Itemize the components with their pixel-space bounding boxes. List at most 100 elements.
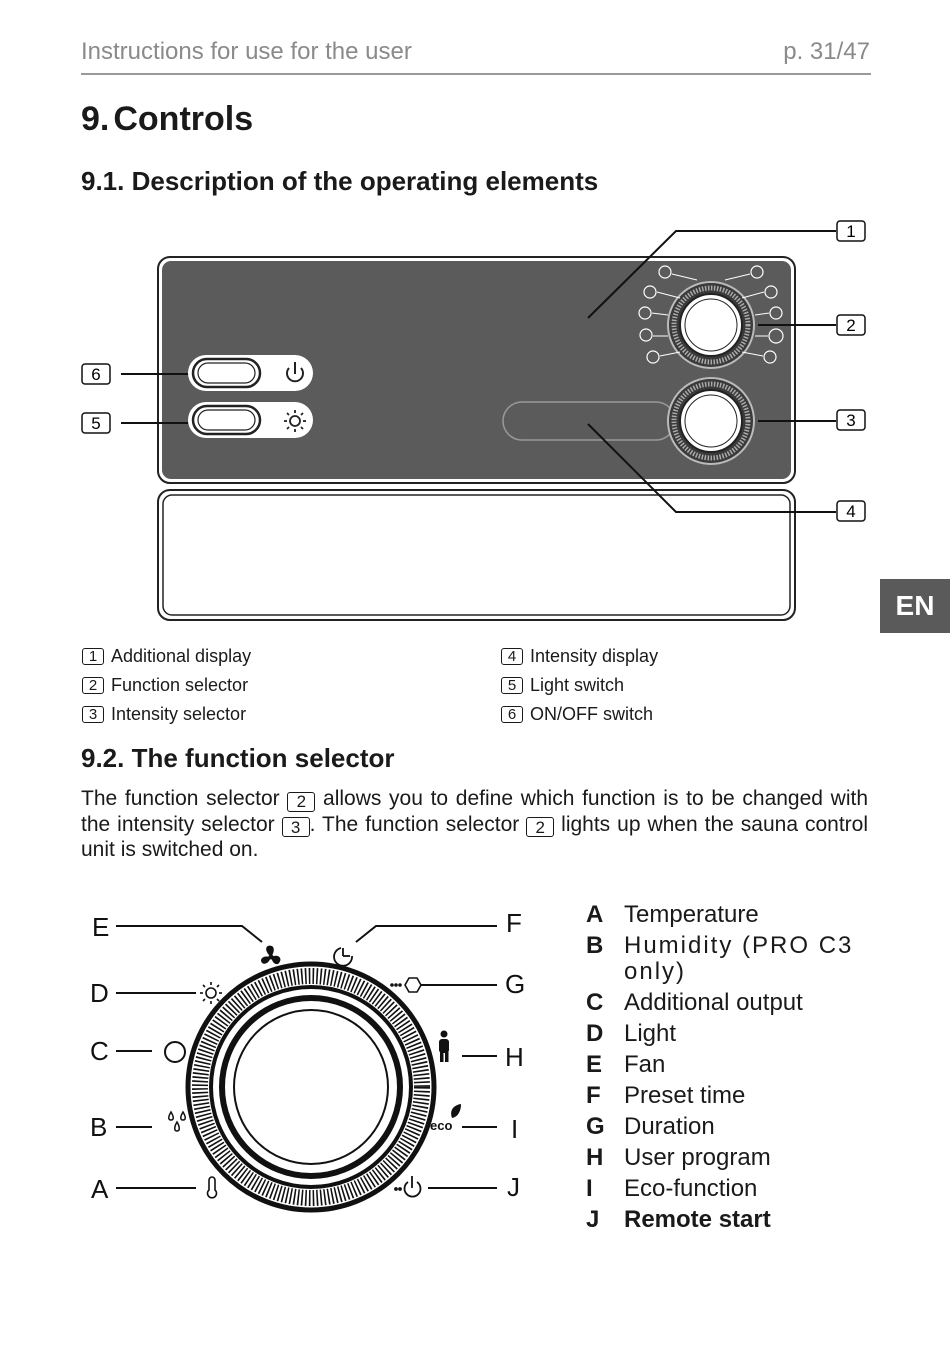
function-item-d: D Light: [586, 1021, 876, 1047]
function-letter: H: [586, 1144, 604, 1171]
language-tab[interactable]: EN: [880, 579, 950, 633]
svg-text:eco: eco: [430, 1118, 452, 1133]
callout-2: 2: [836, 314, 866, 336]
legend-label: ON/OFF switch: [530, 704, 654, 724]
clock-icon: [333, 947, 353, 967]
function-letter: F: [586, 1082, 601, 1109]
ref-box: 2: [526, 817, 555, 837]
function-letter: A: [586, 901, 604, 928]
ref-box: 2: [287, 791, 316, 812]
section-heading: 9.Controls: [81, 100, 253, 139]
dial-letter-i: I: [511, 1114, 518, 1144]
user-icon: [439, 1030, 449, 1062]
fan-icon: [261, 945, 281, 965]
dial-letter-h: H: [505, 1042, 524, 1072]
legend-item-3: 3 Intensity selector: [82, 704, 246, 725]
callout-5: 5: [81, 412, 111, 434]
additional-output-icon: [164, 1041, 186, 1063]
function-item-j: J Remote start: [586, 1207, 876, 1233]
function-letter: C: [586, 989, 604, 1016]
function-letter: B: [586, 932, 604, 959]
ref-box: 3: [281, 817, 310, 837]
function-label: Preset time: [624, 1082, 746, 1109]
svg-text:2: 2: [846, 316, 855, 335]
legend-label: Additional display: [111, 646, 252, 666]
function-letter: J: [586, 1206, 600, 1233]
legend-num: 1: [82, 648, 104, 665]
function-label: Remote start: [624, 1206, 771, 1233]
function-label: Light: [624, 1020, 677, 1047]
function-item-b: B Humidity (PRO C3 only): [586, 933, 876, 985]
panel-function-icons: [638, 265, 784, 364]
dial-letter-f: F: [506, 908, 522, 938]
header-divider: [81, 73, 871, 75]
legend-label: Intensity display: [530, 646, 659, 666]
duration-icon: [390, 977, 422, 993]
dial-letter-j: J: [507, 1172, 520, 1202]
function-selector-description: The function selector 2 allows you to de…: [81, 787, 868, 861]
callout-6: 6: [81, 363, 111, 385]
svg-text:5: 5: [91, 414, 100, 433]
humidity-icon: [168, 1110, 186, 1132]
subsection-heading-2: 9.2. The function selector: [81, 743, 395, 773]
legend-num: 3: [82, 706, 104, 723]
intensity-selector-knob[interactable]: [667, 377, 755, 465]
dial-letter-g: G: [505, 969, 525, 999]
function-item-h: H User program: [586, 1145, 876, 1171]
function-item-i: I Eco-function: [586, 1176, 876, 1202]
callout-1: 1: [836, 220, 866, 242]
function-label: Fan: [624, 1051, 666, 1078]
sun-icon: [284, 410, 306, 432]
legend-label: Light switch: [530, 675, 625, 695]
thermometer-icon: [206, 1176, 218, 1199]
legend-item-4: 4 Intensity display: [501, 646, 658, 667]
power-icon: [286, 362, 304, 383]
control-panel-diagram: 1 2 3 4 5 6: [81, 220, 866, 621]
function-letter: E: [586, 1051, 603, 1078]
dial-letter-d: D: [90, 978, 109, 1008]
svg-text:1: 1: [846, 222, 855, 241]
legend-num: 6: [501, 706, 523, 723]
dial-letter-e: E: [92, 912, 109, 942]
function-label: Temperature: [624, 901, 759, 928]
section-title: Controls: [113, 100, 254, 138]
dial-knob[interactable]: [185, 961, 437, 1213]
svg-text:4: 4: [846, 502, 855, 521]
function-item-e: E Fan: [586, 1052, 876, 1078]
legend-item-2: 2 Function selector: [82, 675, 248, 696]
remote-start-icon: [394, 1176, 422, 1198]
function-item-f: F Preset time: [586, 1083, 876, 1109]
function-label: User program: [624, 1144, 771, 1171]
section-number: 9.: [81, 100, 110, 138]
page-number: p. 31/47: [783, 38, 870, 65]
page-header-title: Instructions for use for the user: [81, 38, 412, 65]
function-label: Humidity (PRO C3 only): [624, 932, 854, 985]
legend-item-1: 1 Additional display: [82, 646, 251, 667]
function-dial-diagram: E F D G C H B I A J: [90, 908, 525, 1213]
function-letter: I: [586, 1175, 593, 1202]
legend-num: 4: [501, 648, 523, 665]
eco-icon: eco: [430, 1104, 461, 1133]
light-switch[interactable]: [188, 402, 313, 438]
legend-num: 2: [82, 677, 104, 694]
legend-label: Function selector: [111, 675, 249, 695]
function-letter: D: [586, 1020, 604, 1047]
callout-3: 3: [836, 409, 866, 431]
legend-num: 5: [501, 677, 523, 694]
onoff-switch[interactable]: [188, 355, 313, 391]
dial-letter-b: B: [90, 1112, 107, 1142]
callout-4: 4: [836, 500, 866, 522]
function-label: Duration: [624, 1113, 715, 1140]
subsection-heading-1: 9.1. Description of the operating elemen…: [81, 166, 599, 196]
function-label: Eco-function: [624, 1175, 758, 1202]
panel-cover: [157, 489, 796, 621]
function-selector-knob[interactable]: [667, 281, 755, 369]
function-item-a: A Temperature: [586, 902, 876, 928]
dial-letter-a: A: [91, 1174, 109, 1204]
svg-text:6: 6: [91, 365, 100, 384]
legend-label: Intensity selector: [111, 704, 247, 724]
dial-letter-c: C: [90, 1036, 109, 1066]
